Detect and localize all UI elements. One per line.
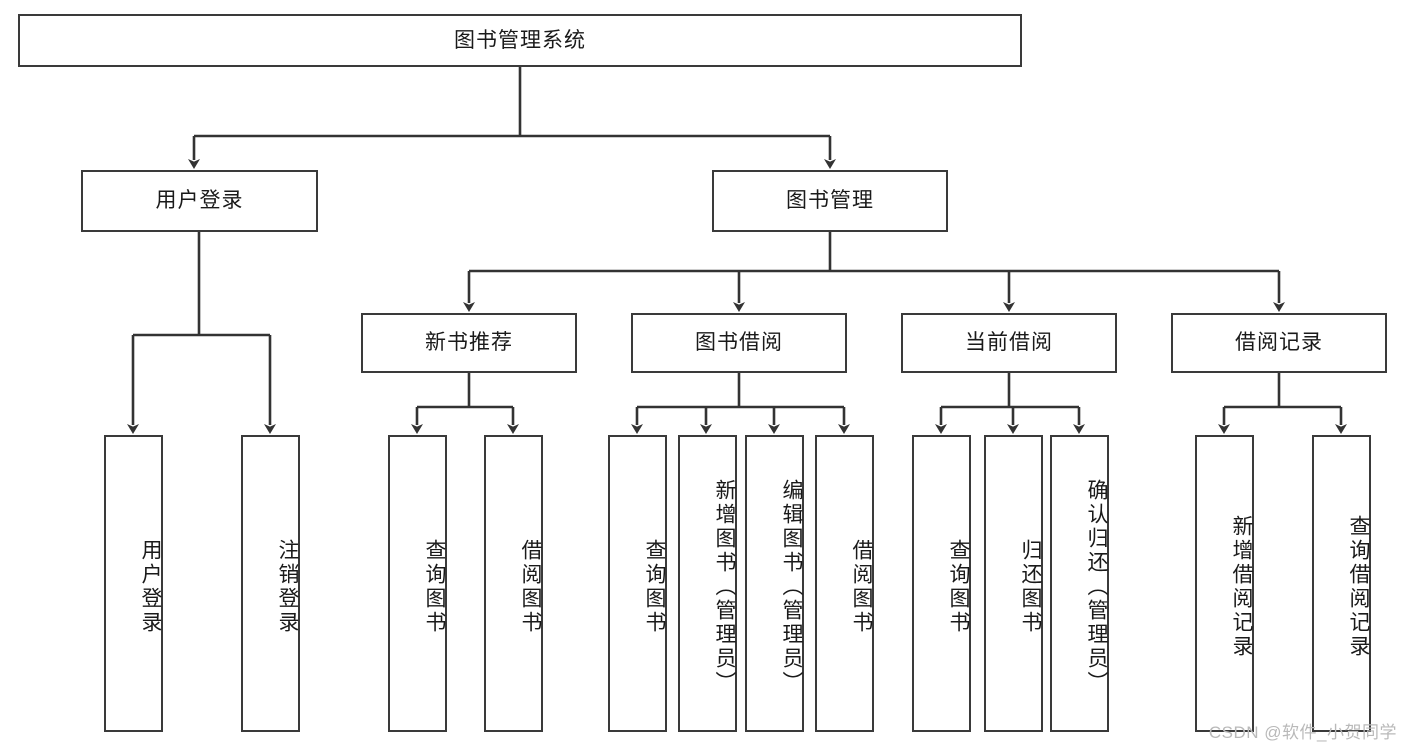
node-leaf-return-book[interactable]: 归还图书 (984, 435, 1043, 732)
node-root[interactable]: 图书管理系统 (18, 14, 1022, 67)
node-current-borrow[interactable]: 当前借阅 (901, 313, 1117, 373)
node-leaf-user-login-label: 用户登录 (139, 538, 162, 635)
node-leaf-add-record[interactable]: 新增借阅记录 (1195, 435, 1254, 732)
node-root-label: 图书管理系统 (454, 28, 586, 52)
node-leaf-query-book-1-label: 查询图书 (423, 538, 446, 635)
node-leaf-borrow-book-2[interactable]: 借阅图书 (815, 435, 874, 732)
node-leaf-edit-book[interactable]: 编辑图书（管理员） (745, 435, 804, 732)
node-book-borrow[interactable]: 图书借阅 (631, 313, 847, 373)
node-leaf-add-book[interactable]: 新增图书（管理员） (678, 435, 737, 732)
node-leaf-query-record-label: 查询借阅记录 (1347, 514, 1370, 659)
node-leaf-query-book-2[interactable]: 查询图书 (608, 435, 667, 732)
node-leaf-borrow-book-1-label: 借阅图书 (519, 538, 542, 635)
node-new-book-recommend[interactable]: 新书推荐 (361, 313, 577, 373)
node-leaf-borrow-book-1[interactable]: 借阅图书 (484, 435, 543, 732)
node-book-borrow-label: 图书借阅 (695, 331, 783, 355)
node-current-borrow-label: 当前借阅 (965, 331, 1053, 355)
node-user-login[interactable]: 用户登录 (81, 170, 318, 232)
node-leaf-add-book-label: 新增图书（管理员） (713, 478, 736, 695)
node-borrow-record[interactable]: 借阅记录 (1171, 313, 1387, 373)
node-new-book-recommend-label: 新书推荐 (425, 331, 513, 355)
node-leaf-edit-book-label: 编辑图书（管理员） (780, 478, 803, 695)
node-book-manage[interactable]: 图书管理 (712, 170, 948, 232)
watermark-text: CSDN @软件_小贺同学 (1208, 723, 1397, 742)
node-leaf-confirm-return-label: 确认归还（管理员） (1085, 478, 1108, 695)
node-leaf-user-logout[interactable]: 注销登录 (241, 435, 300, 732)
node-leaf-query-book-3[interactable]: 查询图书 (912, 435, 971, 732)
node-leaf-return-book-label: 归还图书 (1019, 538, 1042, 635)
node-leaf-confirm-return[interactable]: 确认归还（管理员） (1050, 435, 1109, 732)
node-borrow-record-label: 借阅记录 (1235, 331, 1323, 355)
node-leaf-borrow-book-2-label: 借阅图书 (850, 538, 873, 635)
node-leaf-add-record-label: 新增借阅记录 (1230, 514, 1253, 659)
node-leaf-user-logout-label: 注销登录 (276, 538, 299, 635)
node-leaf-query-book-3-label: 查询图书 (947, 538, 970, 635)
node-book-manage-label: 图书管理 (786, 189, 874, 213)
node-leaf-query-book-2-label: 查询图书 (643, 538, 666, 635)
node-leaf-query-book-1[interactable]: 查询图书 (388, 435, 447, 732)
node-leaf-query-record[interactable]: 查询借阅记录 (1312, 435, 1371, 732)
node-leaf-user-login[interactable]: 用户登录 (104, 435, 163, 732)
node-user-login-label: 用户登录 (155, 189, 244, 213)
